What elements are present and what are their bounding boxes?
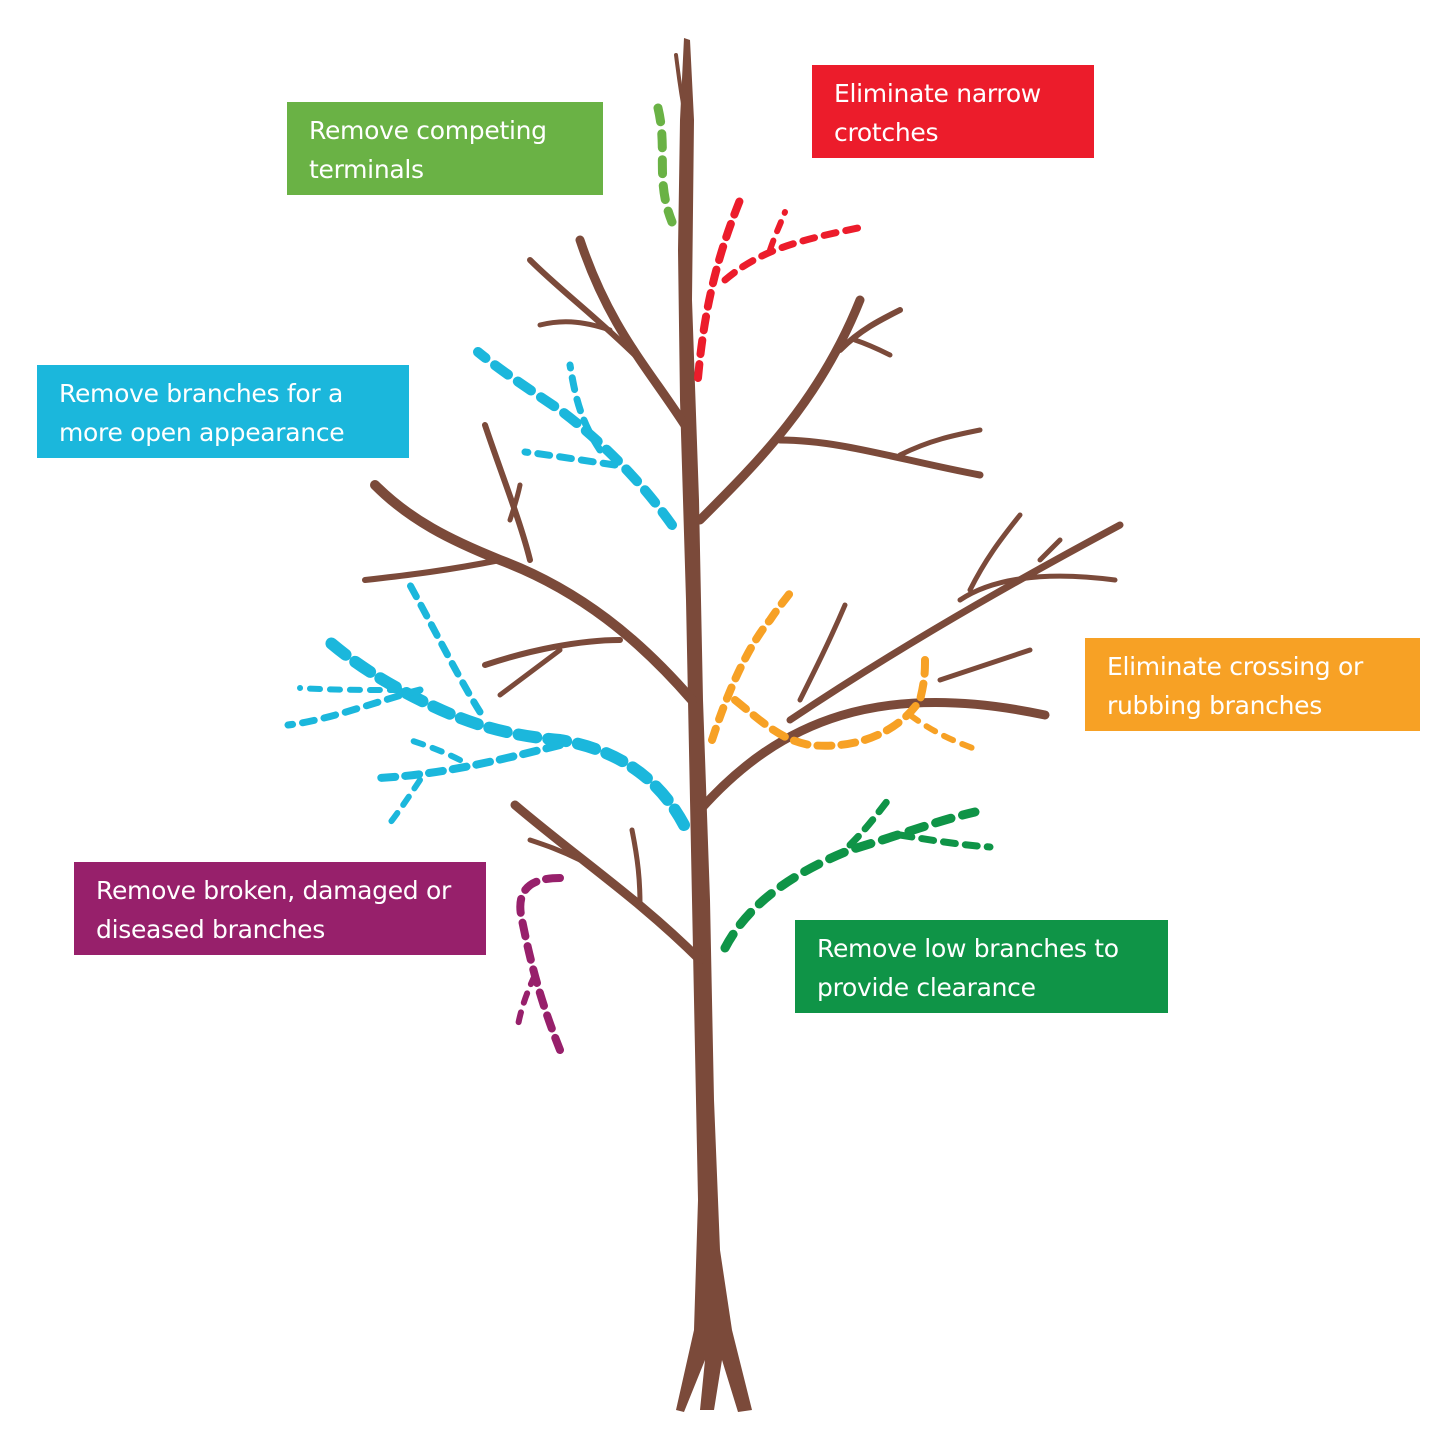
label-eliminate-narrow-crotches: Eliminate narrow crotches <box>812 65 1094 158</box>
tree-branches <box>362 53 1124 965</box>
tree-trunk <box>676 38 752 1412</box>
dashed-competing-terminal <box>653 103 677 227</box>
dashed-open-appearance <box>284 347 690 831</box>
label-remove-competing-terminals: Remove competing terminals <box>287 102 603 195</box>
dashed-narrow-crotch <box>694 196 862 382</box>
dashed-crossing-branches <box>708 589 981 753</box>
label-remove-branches-open-appearance: Remove branches for a more open appearan… <box>37 365 409 458</box>
label-remove-low-branches: Remove low branches to provide clearance <box>795 920 1168 1013</box>
label-remove-broken-branches: Remove broken, damaged or diseased branc… <box>74 862 486 955</box>
dashed-broken-branch <box>515 874 564 1054</box>
dashed-low-branches <box>720 791 994 953</box>
label-eliminate-crossing-branches: Eliminate crossing or rubbing branches <box>1085 638 1420 731</box>
